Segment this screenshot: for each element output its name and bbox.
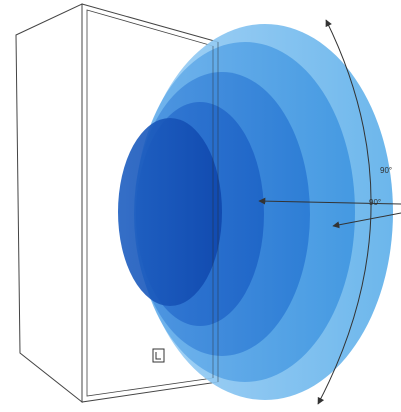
cabinet-edge-overlay (212, 42, 219, 382)
dispersion-lobes (118, 24, 393, 400)
cabinet-side-panel (15, 3, 83, 404)
axis-arrow-upper (258, 197, 401, 205)
manufacturer-logo-icon (152, 348, 165, 363)
coverage-axis-arrows (258, 197, 401, 229)
vertical-coverage-arc (317, 19, 372, 405)
outer-arc-arrow (317, 19, 372, 405)
dispersion-lobe-inner (118, 118, 222, 306)
angle-label-inner: 90° (369, 198, 381, 207)
angle-label-outer: 90° (380, 166, 392, 175)
axis-arrow-lower (332, 212, 401, 229)
